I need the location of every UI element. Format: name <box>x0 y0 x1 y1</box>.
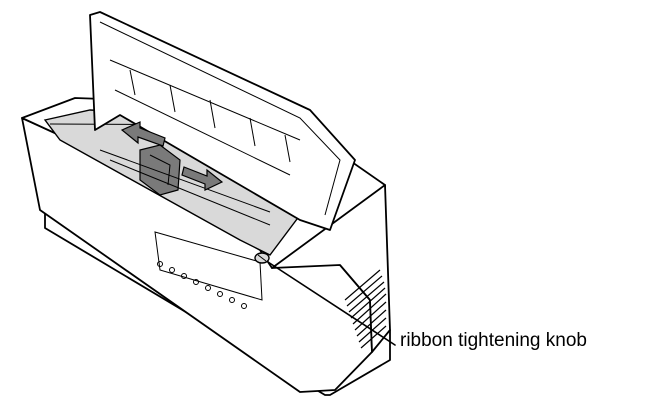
arrow-right <box>181 166 224 191</box>
control-panel <box>154 231 263 309</box>
ribbon-tightening-knob <box>254 252 270 264</box>
print-head-carriage <box>99 144 271 226</box>
callout-label-ribbon-tightening-knob: ribbon tightening knob <box>400 330 587 351</box>
carriage-move-arrows <box>120 121 224 191</box>
printer-lid <box>89 11 356 231</box>
arrow-left <box>120 121 166 147</box>
callout-leader-line <box>267 261 396 346</box>
side-vents <box>344 269 387 349</box>
